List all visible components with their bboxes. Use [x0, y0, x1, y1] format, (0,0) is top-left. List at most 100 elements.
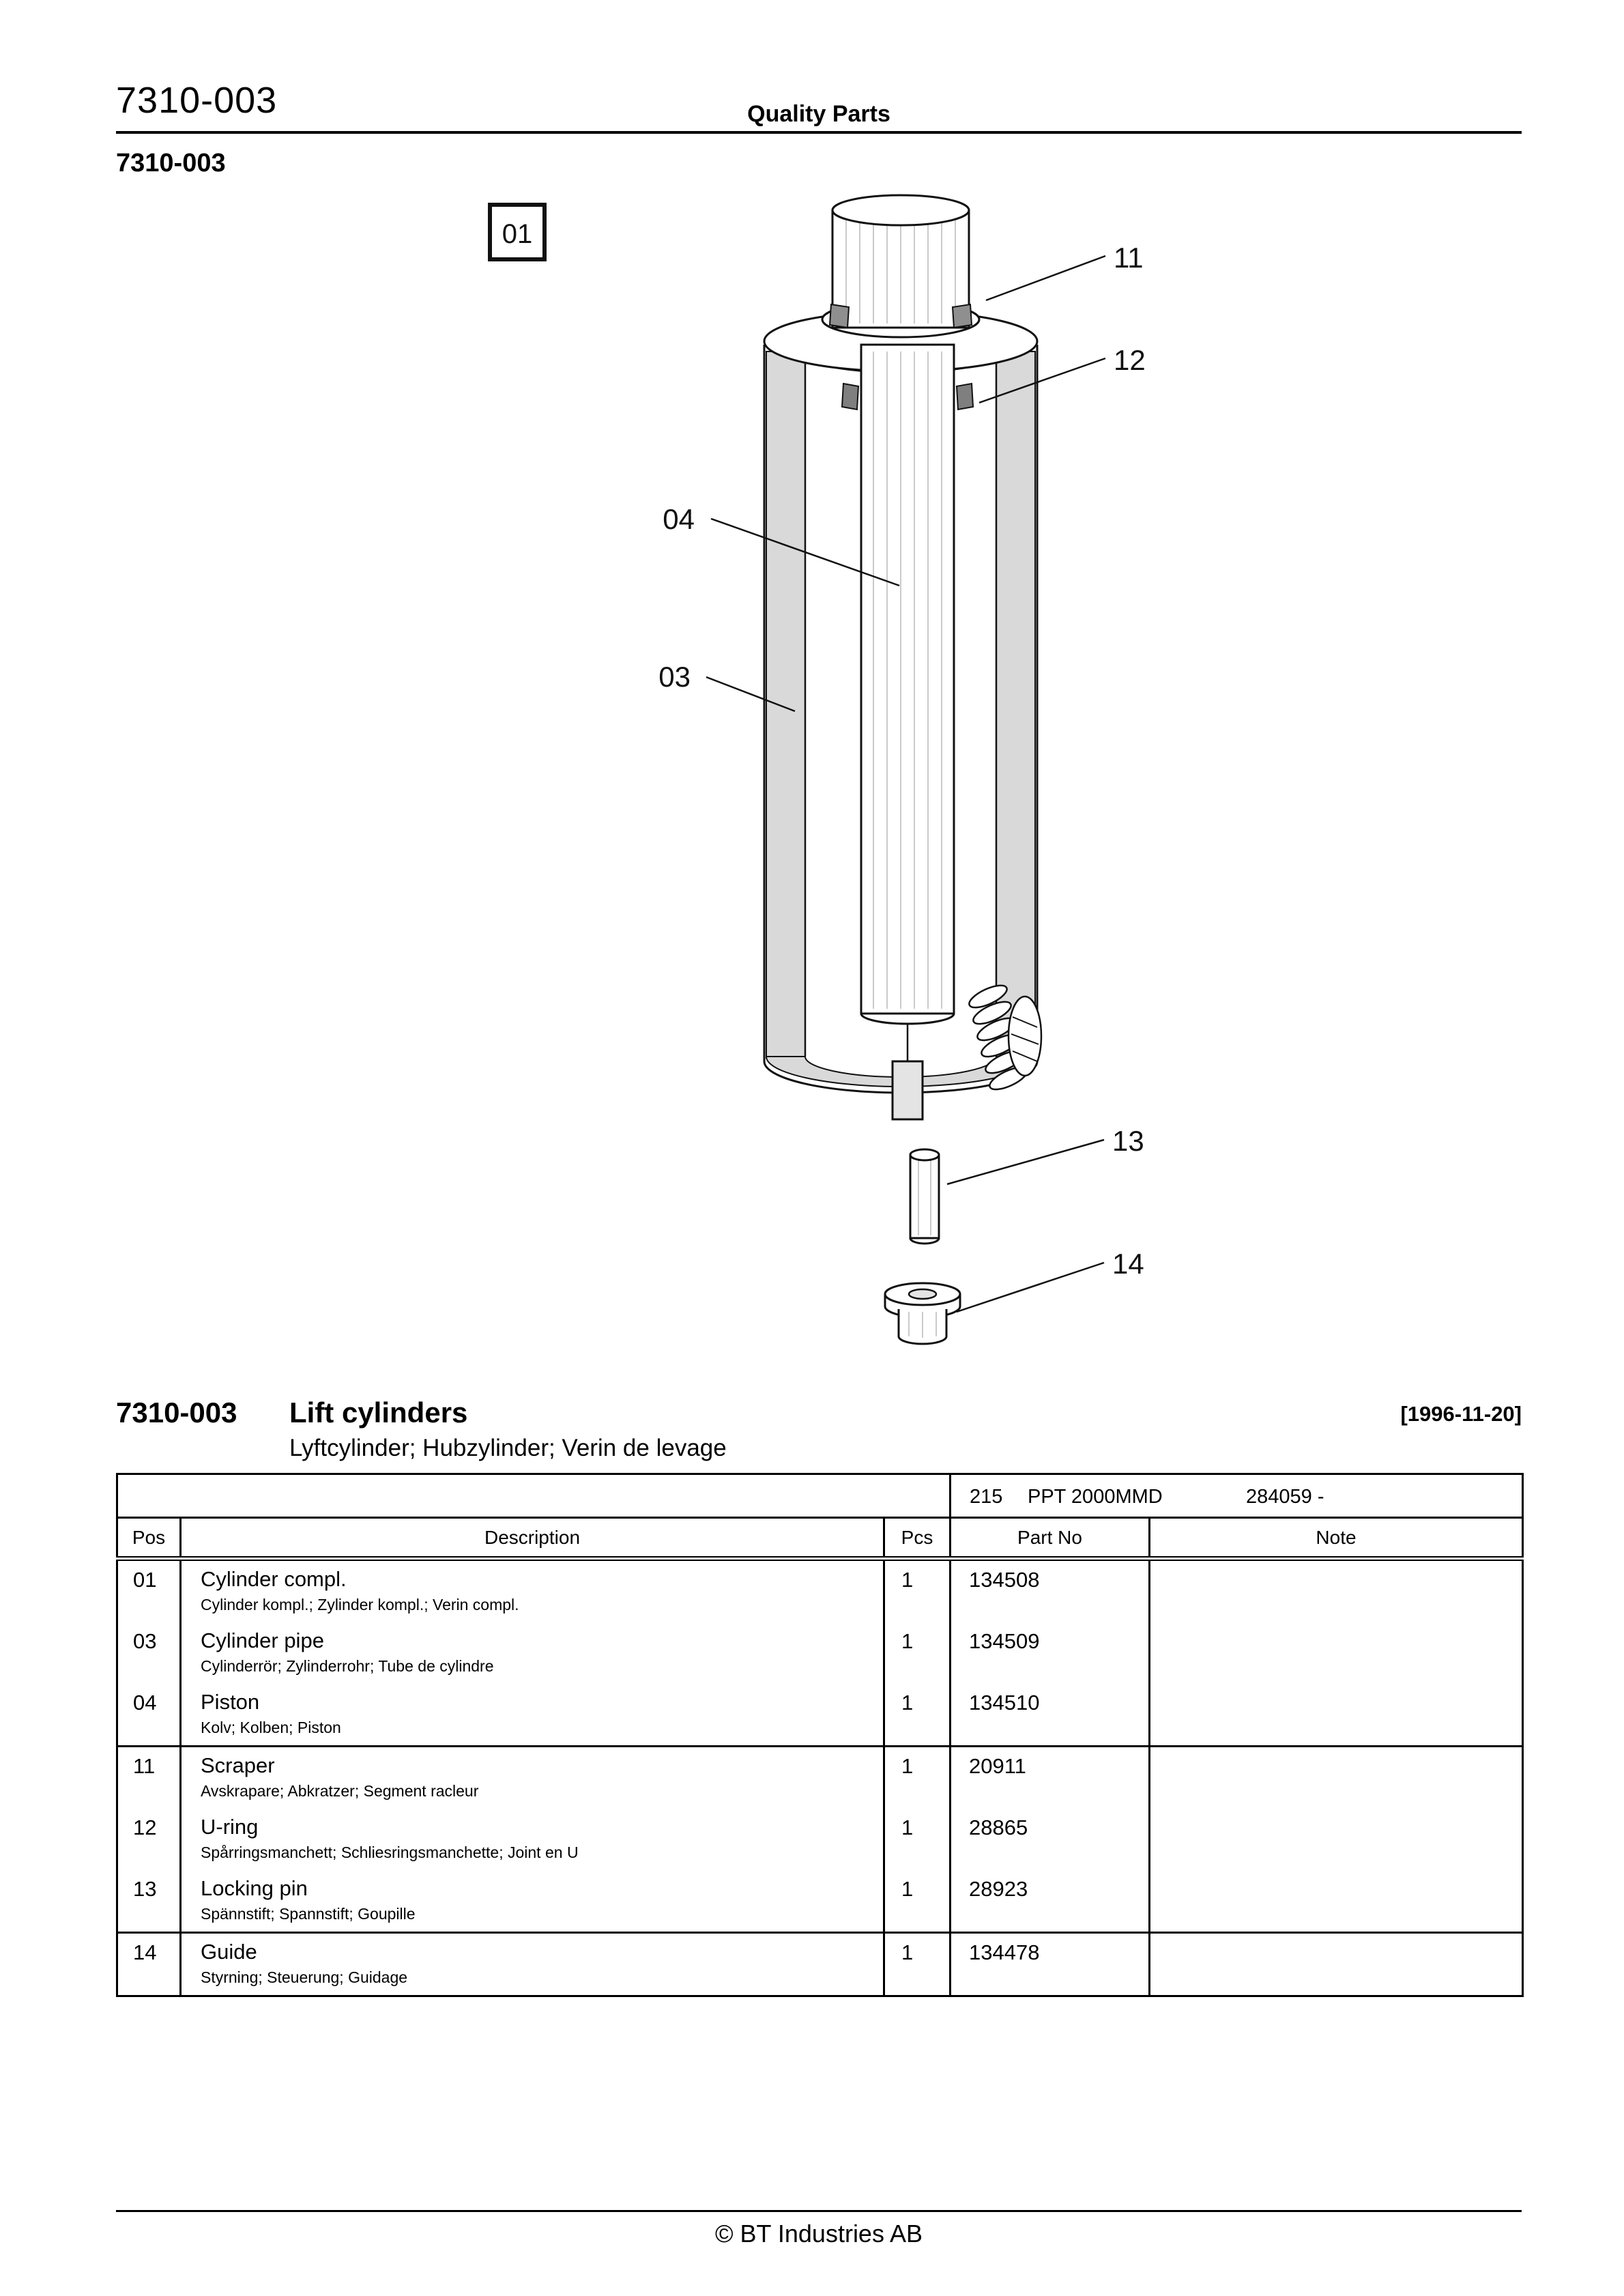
header-note: Note: [1148, 1517, 1524, 1561]
note-cell: [1148, 1684, 1524, 1747]
callout-lines: [706, 255, 1106, 1313]
header-description: Description: [179, 1517, 885, 1561]
description-main: Piston: [201, 1690, 260, 1714]
coil-spring: [968, 984, 1043, 1091]
lift-cylinder-diagram: 01: [488, 194, 1146, 1345]
piston-rod-top: [831, 194, 970, 329]
part-no-cell: 134478: [949, 1932, 1150, 1996]
section-code-heading: 7310-003: [116, 149, 226, 177]
pcs-cell: 1: [883, 1870, 951, 1933]
model-name: PPT 2000MMD: [1028, 1486, 1163, 1508]
footer-rule: [116, 2210, 1522, 2212]
description-cell: Guide Styrning; Steuerung; Guidage: [179, 1932, 885, 1996]
ref-01-box: 01: [488, 203, 547, 261]
header-rule: [116, 131, 1522, 134]
table-group-2: 11 Scraper Avskrapare; Abkratzer; Segmen…: [116, 1746, 1524, 1933]
note-cell: [1148, 1932, 1524, 1996]
part-no-cell: 134510: [949, 1684, 1150, 1747]
note-cell: [1148, 1870, 1524, 1933]
model-cell: 215 PPT 2000MMD 284059 -: [949, 1474, 1524, 1519]
note-cell: [1148, 1809, 1524, 1870]
header-pos: Pos: [116, 1517, 182, 1561]
description-translations: Cylinderrör; Zylinderrohr; Tube de cylin…: [201, 1657, 494, 1675]
ref-01-label: 01: [502, 219, 533, 249]
table-row: 03 Cylinder pipe Cylinderrör; Zylinderro…: [116, 1622, 1524, 1684]
document-number: 7310-003: [116, 80, 278, 121]
description-main: Cylinder compl.: [201, 1567, 347, 1591]
description-cell: Cylinder pipe Cylinderrör; Zylinderrohr;…: [179, 1622, 885, 1684]
pcs-cell: 1: [883, 1746, 951, 1809]
pcs-cell: 1: [883, 1932, 951, 1996]
pos-cell: 04: [116, 1684, 182, 1747]
callout-line-12: [978, 357, 1106, 404]
callout-label-14: 14: [1112, 1248, 1144, 1280]
description-main: Scraper: [201, 1753, 275, 1777]
table-row: 13 Locking pin Spännstift; Spannstift; G…: [116, 1870, 1524, 1933]
description-translations: Spårringsmanchett; Schliesringsmanchette…: [201, 1843, 579, 1861]
parts-table: 215 PPT 2000MMD 284059 - Pos Description…: [116, 1473, 1524, 1997]
table-row: 12 U-ring Spårringsmanchett; Schliesring…: [116, 1809, 1524, 1870]
part-no-cell: 134509: [949, 1622, 1150, 1684]
pos-cell: 14: [116, 1932, 182, 1996]
table-row: 04 Piston Kolv; Kolben; Piston 1 134510: [116, 1684, 1524, 1747]
description-cell: Scraper Avskrapare; Abkratzer; Segment r…: [179, 1746, 885, 1809]
pcs-cell: 1: [883, 1558, 951, 1622]
callout-label-11: 11: [1114, 242, 1144, 274]
part-no-cell: 28923: [949, 1870, 1150, 1933]
u-ring-seal: [841, 382, 974, 411]
table-group-1: 01 Cylinder compl. Cylinder kompl.; Zyli…: [116, 1558, 1524, 1747]
description-cell: Piston Kolv; Kolben; Piston: [179, 1684, 885, 1747]
header-pcs: Pcs: [883, 1517, 951, 1561]
footer-copyright: © BT Industries AB: [715, 2220, 923, 2248]
part-no-cell: 28865: [949, 1809, 1150, 1870]
description-cell: U-ring Spårringsmanchett; Schliesringsma…: [179, 1809, 885, 1870]
note-cell: [1148, 1558, 1524, 1622]
description-translations: Styrning; Steuerung; Guidage: [201, 1968, 408, 1986]
section-subtitle: Lyftcylinder; Hubzylinder; Verin de leva…: [289, 1435, 727, 1461]
pos-cell: 01: [116, 1558, 182, 1622]
callout-label-13: 13: [1112, 1125, 1144, 1157]
description-cell: Locking pin Spännstift; Spannstift; Goup…: [179, 1870, 885, 1933]
table-header-row: Pos Description Pcs Part No Note: [116, 1517, 1524, 1561]
callout-line-03: [706, 676, 796, 713]
pos-cell: 13: [116, 1870, 182, 1933]
callout-label-12: 12: [1114, 344, 1146, 376]
pos-cell: 03: [116, 1622, 182, 1684]
callout-line-13: [946, 1138, 1105, 1186]
description-main: Locking pin: [201, 1876, 308, 1900]
table-group-3: 14 Guide Styrning; Steuerung; Guidage 1 …: [116, 1932, 1524, 1996]
description-cell: Cylinder compl. Cylinder kompl.; Zylinde…: [179, 1558, 885, 1622]
pcs-cell: 1: [883, 1622, 951, 1684]
description-translations: Spännstift; Spannstift; Goupille: [201, 1905, 416, 1923]
callout-label-04: 04: [663, 503, 695, 535]
callout-line-11: [985, 255, 1106, 302]
pos-cell: 11: [116, 1746, 182, 1809]
piston-inner-rod: [860, 343, 955, 1121]
guide-part: [884, 1282, 961, 1345]
page-title: Quality Parts: [747, 101, 890, 127]
section-date: [1996-11-20]: [1400, 1402, 1522, 1426]
note-cell: [1148, 1622, 1524, 1684]
pcs-cell: 1: [883, 1684, 951, 1747]
pos-cell: 12: [116, 1809, 182, 1870]
description-translations: Avskrapare; Abkratzer; Segment racleur: [201, 1782, 479, 1800]
locking-pin-part: [909, 1148, 940, 1245]
description-main: U-ring: [201, 1815, 259, 1839]
section-title: Lift cylinders: [289, 1396, 468, 1429]
table-row: 14 Guide Styrning; Steuerung; Guidage 1 …: [116, 1932, 1524, 1996]
model-row-spacer: [116, 1474, 951, 1519]
model-row: 215 PPT 2000MMD 284059 -: [116, 1474, 1524, 1519]
callout-line-04: [710, 517, 900, 587]
section-number: 7310-003: [116, 1396, 237, 1429]
pcs-cell: 1: [883, 1809, 951, 1870]
part-no-cell: 20911: [949, 1746, 1150, 1809]
description-main: Guide: [201, 1940, 257, 1964]
callout-line-14: [956, 1261, 1105, 1313]
table-row: 01 Cylinder compl. Cylinder kompl.; Zyli…: [116, 1558, 1524, 1622]
description-main: Cylinder pipe: [201, 1628, 324, 1652]
part-no-cell: 134508: [949, 1558, 1150, 1622]
header-part-no: Part No: [949, 1517, 1150, 1561]
table-row: 11 Scraper Avskrapare; Abkratzer; Segmen…: [116, 1746, 1524, 1809]
callout-label-03: 03: [658, 661, 691, 693]
